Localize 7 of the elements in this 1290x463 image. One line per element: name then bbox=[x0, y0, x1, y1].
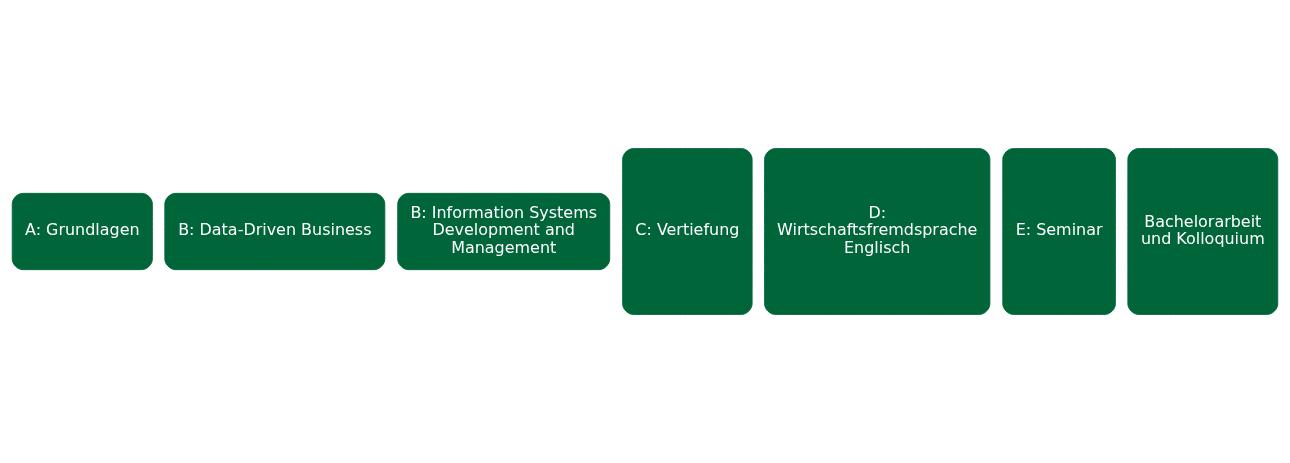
node-box: B: Data-Driven Business bbox=[164, 192, 386, 271]
node-box: Bachelorarbeit und Kolloquium bbox=[1127, 148, 1279, 315]
node-box: D: Wirtschaftsfremdsprache Englisch bbox=[764, 148, 991, 315]
node-box: A: Grundlagen bbox=[11, 192, 153, 271]
node-box: E: Seminar bbox=[1002, 148, 1116, 315]
node-box: C: Vertiefung bbox=[622, 148, 753, 315]
node-box: B: Information Systems Development and Management bbox=[397, 192, 611, 271]
